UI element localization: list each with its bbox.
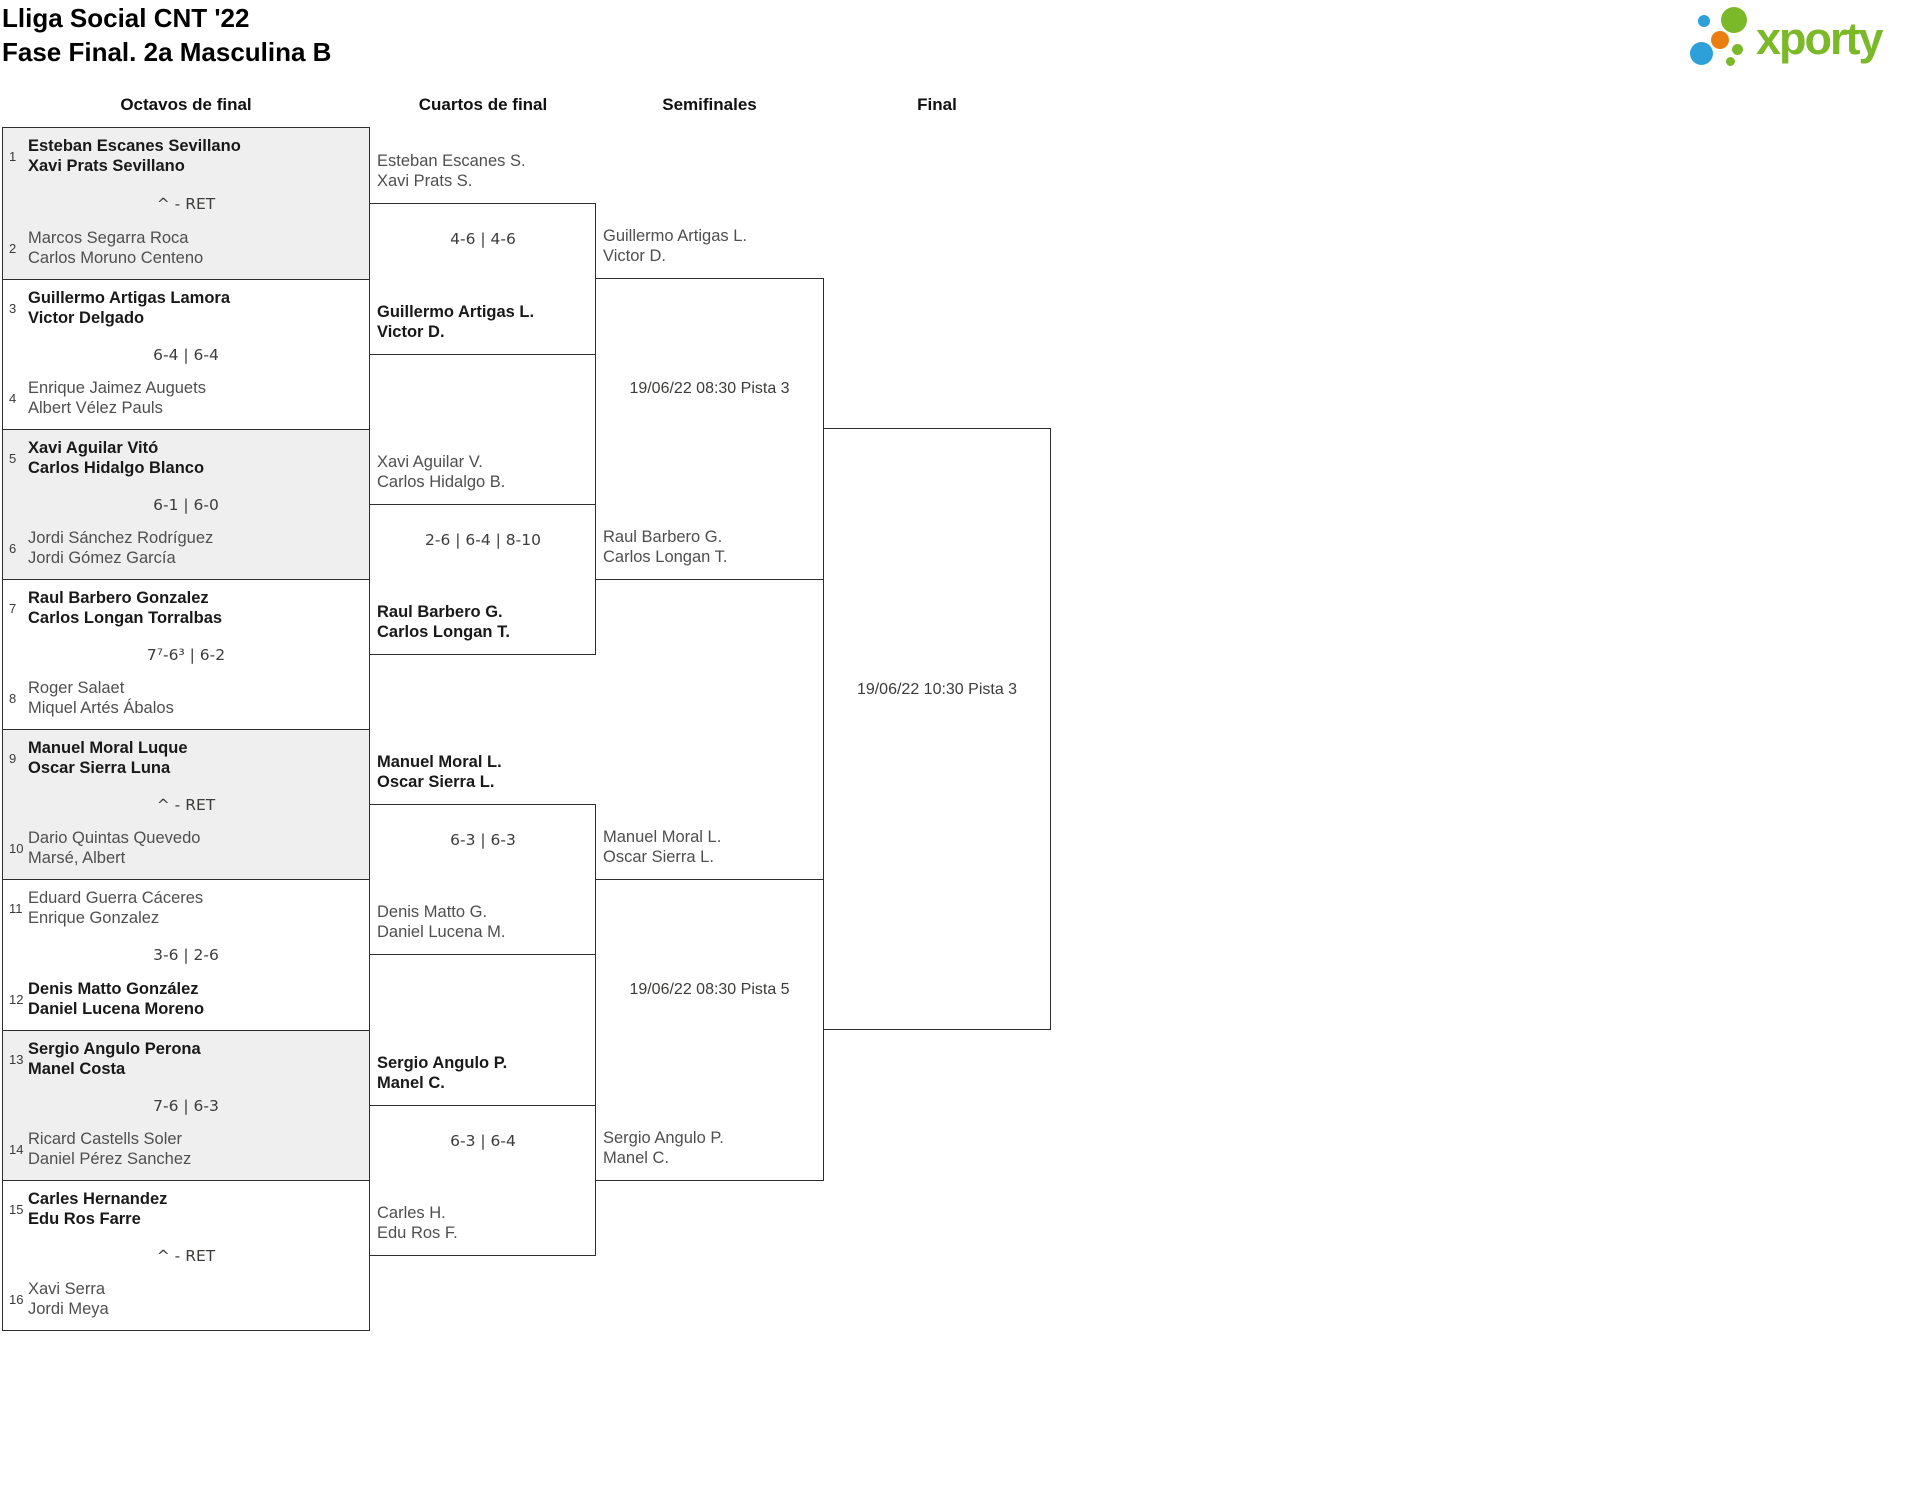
seed-number: 8 (9, 690, 17, 706)
final-schedule: 19/06/22 10:30 Pista 3 (856, 681, 1018, 698)
seed-number: 14 (9, 1141, 24, 1157)
logo-dot-green-tiny (1726, 57, 1735, 66)
page-title: Lliga Social CNT '22 Fase Final. 2a Masc… (2, 1, 331, 69)
logo-dot-orange (1711, 31, 1729, 49)
match-score: 6-1 | 6-0 (153, 495, 219, 514)
logo-wordmark: xporty (1756, 13, 1884, 64)
team-name: Carles H.Edu Ros F. (377, 1204, 458, 1242)
seed-number: 3 (9, 300, 17, 316)
column-header-semifinales: Semifinales (662, 95, 757, 114)
phase-name: Fase Final. 2a Masculina B (2, 37, 332, 67)
seed-number: 11 (9, 900, 23, 916)
column-header-cuartos: Cuartos de final (418, 95, 548, 114)
match-score: 7⁷-6³ | 6-2 (146, 645, 226, 664)
seed-number: 16 (9, 1291, 24, 1307)
column-header-final: Final (917, 95, 957, 114)
column-header-octavos: Octavos de final (120, 95, 252, 114)
seed-number: 1 (9, 148, 17, 164)
match-score: ^ - RET (156, 194, 216, 213)
match-score: ^ - RET (156, 1246, 216, 1265)
seed-number: 4 (9, 390, 17, 406)
seed-number: 2 (9, 240, 17, 256)
seed-number: 12 (9, 991, 24, 1007)
match-score: 2-6 | 6-4 | 8-10 (425, 531, 541, 549)
match-schedule: 19/06/22 08:30 Pista 3 (629, 380, 790, 397)
team-name: Xavi Aguilar V.Carlos Hidalgo B. (377, 453, 506, 491)
team-name: Guillermo Artigas L.Victor D. (377, 303, 535, 341)
team-name: Denis Matto G.Daniel Lucena M. (377, 903, 506, 941)
team-name: Raul Barbero G.Carlos Longan T. (603, 528, 728, 566)
seed-number: 7 (9, 600, 17, 616)
sf-match-2-box (595, 879, 824, 1181)
match-score: 4-6 | 4-6 (450, 230, 516, 248)
seed-number: 15 (9, 1201, 24, 1217)
team-name: Sergio Angulo P.Manel C. (377, 1054, 508, 1092)
team-name: Manuel Moral L.Oscar Sierra L. (603, 828, 722, 866)
match-score: 6-3 | 6-4 (450, 1132, 516, 1150)
final-match-box (823, 428, 1051, 1030)
match-score: ^ - RET (156, 795, 216, 814)
tournament-name: Lliga Social CNT '22 (2, 3, 250, 33)
seed-number: 9 (9, 750, 17, 766)
match-score: 3-6 | 2-6 (153, 946, 219, 964)
match-score: 6-4 | 6-4 (153, 345, 219, 364)
team-name: Manuel Moral L.Oscar Sierra L. (377, 753, 502, 791)
seed-number: 13 (9, 1051, 24, 1067)
team-name: Raul Barbero G.Carlos Longan T. (377, 603, 510, 641)
seed-number: 10 (9, 840, 24, 856)
logo-dot-blue-large (1690, 42, 1713, 65)
team-name: Guillermo Artigas L.Victor D. (603, 227, 747, 265)
seed-number: 6 (9, 540, 17, 556)
logo-dot-green-large (1721, 7, 1747, 33)
team-name: Esteban Escanes S.Xavi Prats S. (377, 152, 526, 190)
logo-dot-green-small (1732, 44, 1743, 55)
team-name: Sergio Angulo P.Manel C. (603, 1129, 724, 1167)
match-score: 6-3 | 6-3 (450, 831, 516, 849)
match-score: 7-6 | 6-3 (153, 1096, 219, 1115)
logo-dot-blue-small (1698, 15, 1710, 27)
match-schedule: 19/06/22 08:30 Pista 5 (629, 981, 790, 998)
seed-number: 5 (9, 450, 17, 466)
